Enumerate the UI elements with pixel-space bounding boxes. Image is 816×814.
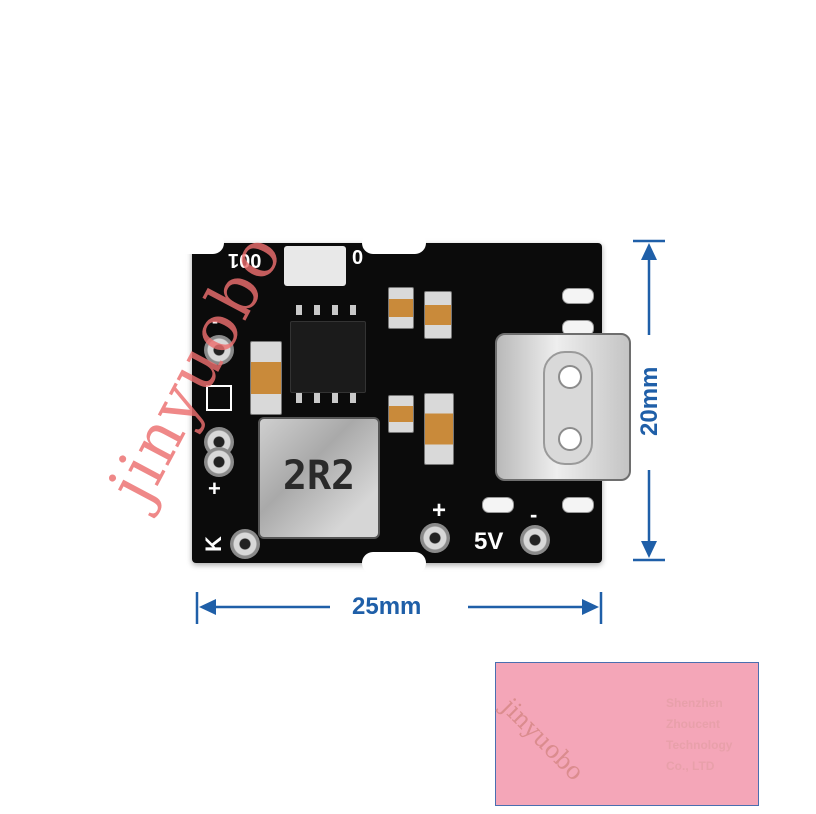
chip-pin [350, 305, 356, 315]
arrow-up-icon [641, 243, 657, 260]
width-dimension-label: 25mm [352, 593, 422, 620]
stamp-line: Technology [666, 738, 733, 752]
board-notch [362, 232, 426, 254]
stamp-company-lines: Shenzhen Zhoucent Technology Co., LTD [666, 693, 732, 777]
resistor-array [284, 246, 346, 286]
chip-pin [314, 305, 320, 315]
ic-chip-icon [290, 321, 366, 393]
chip-pin [350, 393, 356, 403]
silk-5v-label: 5V [474, 528, 504, 555]
solder-pad-icon [204, 335, 234, 365]
usb-c-port [543, 351, 593, 465]
inductor-marking: 2R2 [282, 453, 356, 499]
capacitor [250, 341, 282, 415]
silk-plus-right: + [432, 497, 447, 524]
capacitor [388, 287, 414, 329]
chip-pin [296, 305, 302, 315]
capacitor [424, 291, 452, 339]
stamp-line: Co., LTD [666, 759, 715, 773]
solder-pad-icon [520, 525, 550, 555]
solder-pad-icon [230, 529, 260, 559]
mounting-slot [562, 288, 594, 304]
arrow-left-icon [199, 599, 216, 615]
height-dimension-label: 20mm [636, 366, 663, 436]
chip-pin [332, 305, 338, 315]
usb-c-connector-icon [495, 333, 631, 481]
stamp-line: Zhoucent [666, 717, 720, 731]
solder-pad-icon [420, 523, 450, 553]
arrow-right-icon [582, 599, 599, 615]
inductor-icon: 2R2 [258, 417, 380, 539]
watermark-stamp: jinyuobo Shenzhen Zhoucent Technology Co… [495, 662, 759, 806]
capacitor [388, 395, 414, 433]
stamp-line: Shenzhen [666, 696, 723, 710]
mounting-slot [562, 497, 594, 513]
silk-minus-right: - [530, 502, 538, 527]
usb-mount-hole [558, 427, 582, 451]
chip-pin [296, 393, 302, 403]
chip-pin [314, 393, 320, 403]
chip-pin [332, 393, 338, 403]
silk-battery-box [206, 385, 232, 411]
board-notch [362, 552, 426, 574]
silk-minus-left: - [212, 311, 218, 331]
stamp-watermark-text: jinyuobo [496, 693, 590, 787]
usb-mount-hole [558, 365, 582, 389]
mounting-slot [482, 497, 514, 513]
board-notch [160, 232, 224, 254]
silk-plus-left: + [208, 476, 221, 501]
solder-pad-icon [204, 447, 234, 477]
capacitor [424, 393, 454, 465]
silk-code-right: 0 [352, 247, 364, 269]
arrow-down-icon [641, 541, 657, 558]
